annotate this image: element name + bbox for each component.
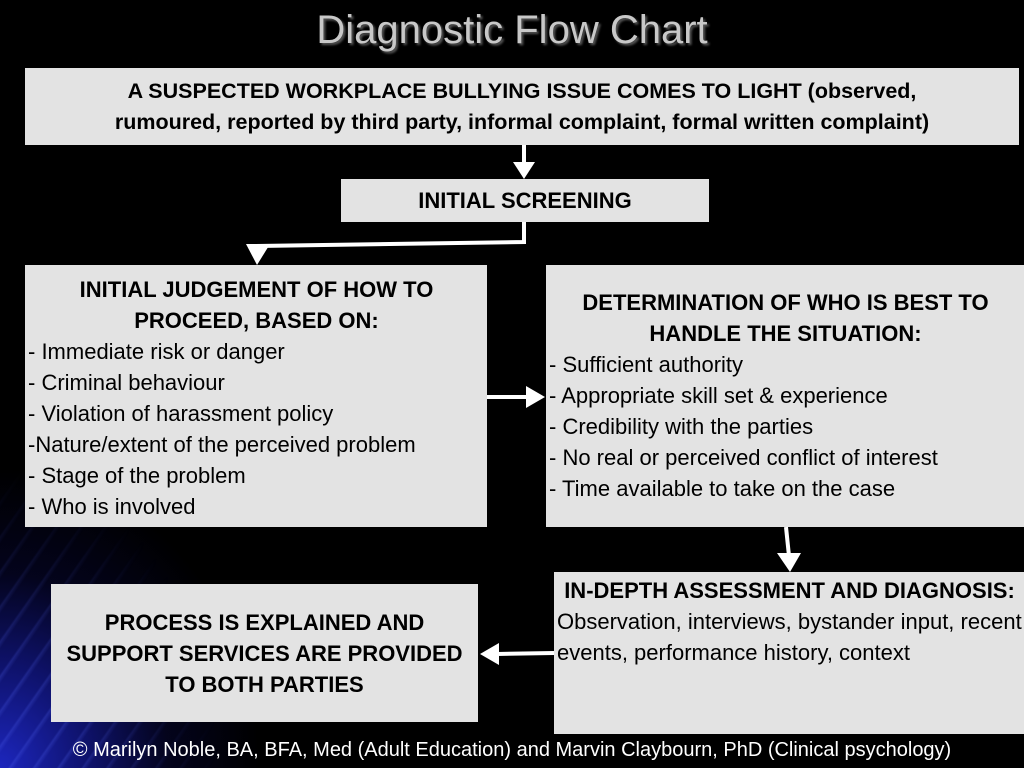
judgement-box: INITIAL JUDGEMENT OF HOW TO PROCEED, BAS… bbox=[25, 265, 487, 527]
arrow-determination-to-assessment bbox=[777, 526, 801, 572]
judgement-item: - Stage of the problem bbox=[28, 463, 246, 488]
determination-heading: DETERMINATION OF WHO IS BEST TO HANDLE T… bbox=[582, 290, 989, 346]
issue-line-2: rumoured, reported by third party, infor… bbox=[114, 110, 930, 134]
judgement-item: - Violation of harassment policy bbox=[28, 401, 334, 426]
judgement-item: -Nature/extent of the perceived problem bbox=[28, 432, 416, 457]
issue-box: A SUSPECTED WORKPLACE BULLYING ISSUE COM… bbox=[25, 68, 1019, 145]
determination-item: - No real or perceived conflict of inter… bbox=[549, 445, 938, 470]
arrow-issue-to-screening bbox=[513, 145, 535, 179]
determination-item: - Time available to take on the case bbox=[549, 476, 896, 501]
slide-title: Diagnostic Flow Chart bbox=[316, 8, 708, 52]
judgement-item: - Criminal behaviour bbox=[28, 370, 225, 395]
copyright-credit: © Marilyn Noble, BA, BFA, Med (Adult Edu… bbox=[72, 739, 952, 761]
assessment-heading: IN-DEPTH ASSESSMENT AND DIAGNOSIS: bbox=[564, 578, 1015, 603]
arrow-screening-to-judgement bbox=[246, 222, 526, 265]
assessment-body: Observation, interviews, bystander input… bbox=[557, 609, 1022, 665]
determination-item: - Credibility with the parties bbox=[549, 414, 814, 439]
determination-item: - Sufficient authority bbox=[549, 352, 744, 377]
judgement-item: - Immediate risk or danger bbox=[28, 339, 285, 364]
assessment-box: IN-DEPTH ASSESSMENT AND DIAGNOSIS: Obser… bbox=[554, 572, 1024, 734]
judgement-heading: INITIAL JUDGEMENT OF HOW TO PROCEED, BAS… bbox=[79, 277, 434, 333]
screening-label: INITIAL SCREENING bbox=[418, 188, 632, 213]
determination-item: - Appropriate skill set & experience bbox=[549, 383, 888, 408]
determination-box: DETERMINATION OF WHO IS BEST TO HANDLE T… bbox=[546, 265, 1024, 527]
screening-box: INITIAL SCREENING bbox=[341, 179, 709, 222]
arrow-assessment-to-process bbox=[480, 643, 555, 665]
issue-line-1: A SUSPECTED WORKPLACE BULLYING ISSUE COM… bbox=[127, 79, 917, 103]
arrow-judgement-to-determination bbox=[487, 386, 545, 408]
process-box: PROCESS IS EXPLAINED AND SUPPORT SERVICE… bbox=[51, 584, 478, 722]
judgement-item: - Who is involved bbox=[28, 494, 196, 519]
process-label: PROCESS IS EXPLAINED AND SUPPORT SERVICE… bbox=[66, 610, 463, 697]
